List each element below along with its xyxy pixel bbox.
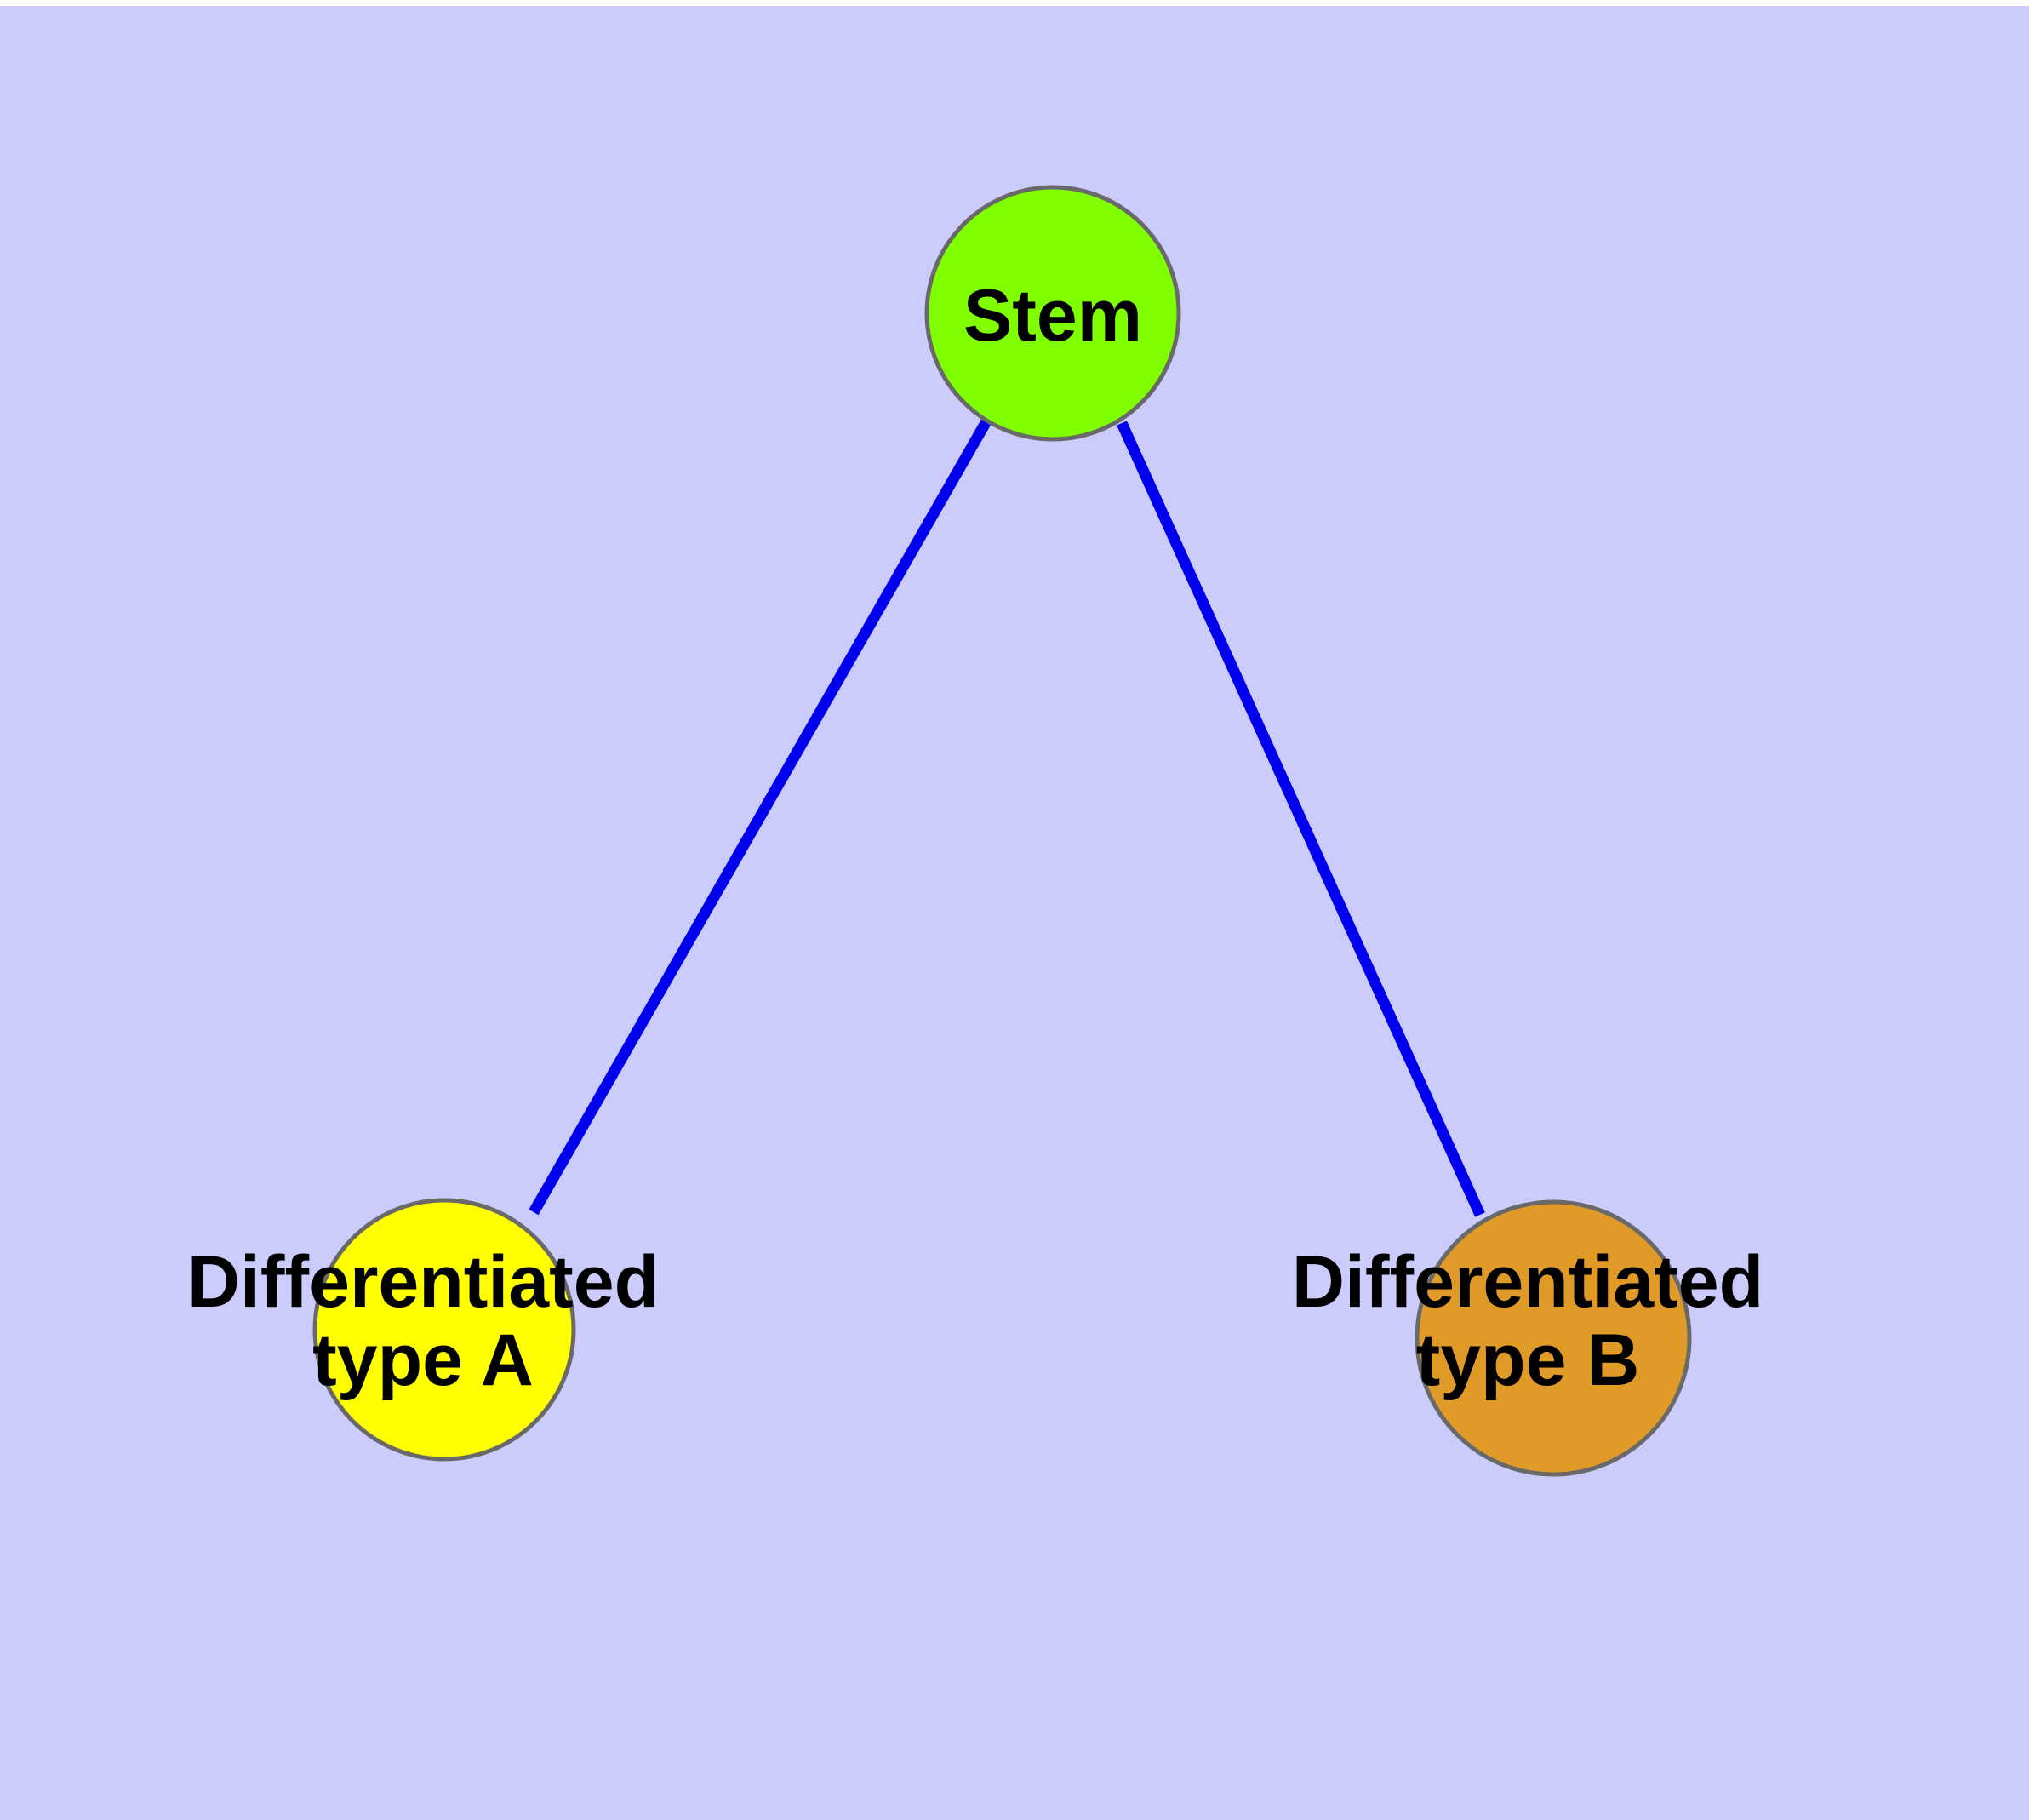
node-label-line: type A xyxy=(312,1319,534,1401)
node-label-line: Differentiated xyxy=(187,1241,659,1323)
edge-stem-to-diff-b[interactable] xyxy=(1117,421,1485,1217)
node-label-stem: Stem xyxy=(963,275,1142,357)
node-label-line: type B xyxy=(1416,1319,1640,1401)
node-label-line: Differentiated xyxy=(1292,1241,1763,1323)
node-diff-a[interactable] xyxy=(312,1198,576,1462)
edge-layer xyxy=(529,418,1485,1217)
node-label-line: Stem xyxy=(963,275,1142,357)
edge-stem-to-diff-a[interactable] xyxy=(529,418,992,1216)
node-stem[interactable] xyxy=(924,185,1181,442)
node-diff-b[interactable] xyxy=(1415,1199,1692,1477)
node-layer xyxy=(312,185,1692,1477)
